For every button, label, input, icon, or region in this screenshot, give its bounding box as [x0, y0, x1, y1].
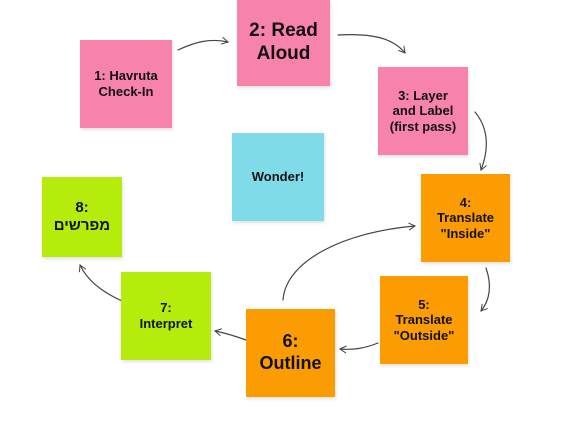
arrow-3-to-4 — [474, 111, 487, 171]
note-havruta-check-in: 1: Havruta Check-In — [80, 40, 172, 128]
note-interpret-text: 7: Interpret — [139, 300, 193, 331]
note-translate-inside: 4: Translate "Inside" — [421, 174, 510, 262]
arrow-2-to-3 — [337, 33, 406, 54]
arrow-1-to-2 — [177, 36, 229, 51]
note-outline-text: 6: Outline — [259, 331, 322, 373]
note-interpret: 7: Interpret — [121, 272, 211, 360]
arrow-7-to-8 — [78, 264, 123, 302]
note-translate-inside-text: 4: Translate "Inside" — [436, 194, 495, 241]
arrow-6-to-4 — [282, 222, 417, 301]
arrow-6-to-7 — [214, 328, 247, 341]
note-translate-outside: 5: Translate "Outside" — [380, 276, 468, 364]
note-translate-outside-text: 5: Translate "Outside" — [393, 296, 455, 343]
arrow-4-to-5 — [480, 267, 491, 312]
note-read-aloud-text: 2: Read Aloud — [249, 20, 318, 64]
note-wonder-text: Wonder! — [251, 169, 305, 185]
note-layer-label-text: 3: Layer and Label (first pass) — [389, 87, 457, 134]
note-outline: 6: Outline — [246, 309, 335, 397]
note-havruta-text: 1: Havruta Check-In — [94, 68, 158, 99]
arrow-5-to-6 — [338, 342, 379, 354]
note-meforshim: 8: מפרשים — [42, 177, 122, 257]
note-meforshim-text: 8: מפרשים — [53, 199, 111, 234]
note-wonder: Wonder! — [232, 133, 324, 221]
note-read-aloud: 2: Read Aloud — [237, 0, 330, 86]
note-layer-and-label: 3: Layer and Label (first pass) — [378, 67, 468, 155]
